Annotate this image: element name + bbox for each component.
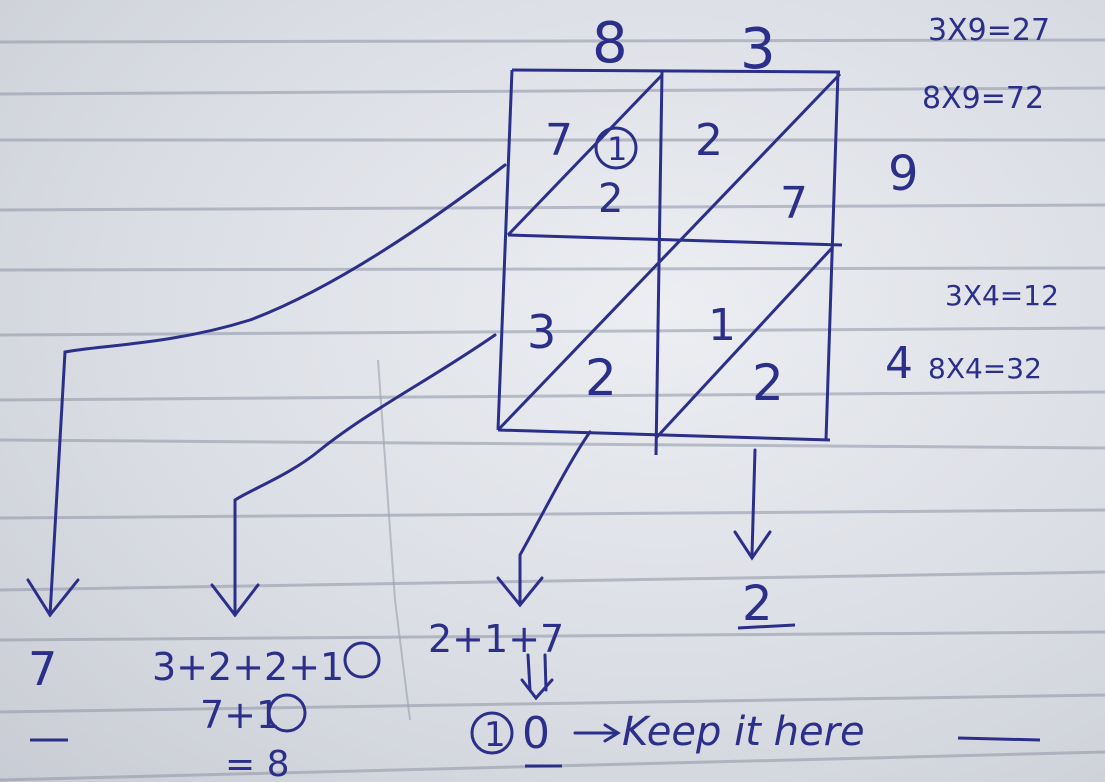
lattice-diagonals — [496, 72, 842, 440]
cell-tl-upper: 7 — [545, 115, 573, 166]
cell-tr-upper: 2 — [695, 115, 723, 166]
carry-circle-result — [470, 711, 514, 755]
cell-bl-upper: 3 — [527, 305, 556, 359]
carry-digit: 1 — [484, 715, 506, 755]
underline-4 — [737, 623, 796, 630]
cell-tl-lower: 2 — [598, 176, 623, 222]
carry-circle-mid — [267, 693, 307, 733]
sum-arrows — [26, 163, 772, 743]
result-digit-ones: 7 — [28, 642, 57, 696]
multiplicand-tens-digit: 8 — [592, 11, 628, 76]
carry-circle-sum — [343, 641, 381, 679]
cell-br-upper: 1 — [708, 300, 736, 351]
carry-circle-cell — [594, 126, 638, 170]
diagonal-2-mid: 7+1 — [200, 693, 280, 737]
note-8x9: 8X9=72 — [922, 81, 1044, 116]
cell-tr-lower: 7 — [780, 178, 808, 229]
cell-br-lower: 2 — [752, 354, 784, 412]
result-digit-thousands: 2 — [742, 576, 773, 632]
keep-note-tail — [957, 736, 1041, 742]
note-3x4: 3X4=12 — [945, 279, 1059, 312]
cell-tl-circled: 1 — [607, 130, 627, 168]
note-3x9: 3X9=27 — [928, 13, 1050, 48]
diagonal-3-sum: 2+1+7 — [428, 617, 564, 661]
diagonal-2-sum: 3+2+2+1 — [152, 645, 344, 689]
multiplier-top-digit: 9 — [888, 146, 919, 202]
cell-bl-lower: 2 — [585, 349, 617, 407]
multiplier-bottom-digit: 4 — [885, 338, 913, 389]
diagonal-2-final: = 8 — [225, 744, 290, 782]
result-digit-hundreds: 0 — [522, 708, 550, 759]
note-8x4: 8X4=32 — [928, 352, 1042, 385]
keep-note: Keep it here — [622, 709, 865, 755]
multiplicand-ones-digit: 3 — [740, 17, 776, 82]
